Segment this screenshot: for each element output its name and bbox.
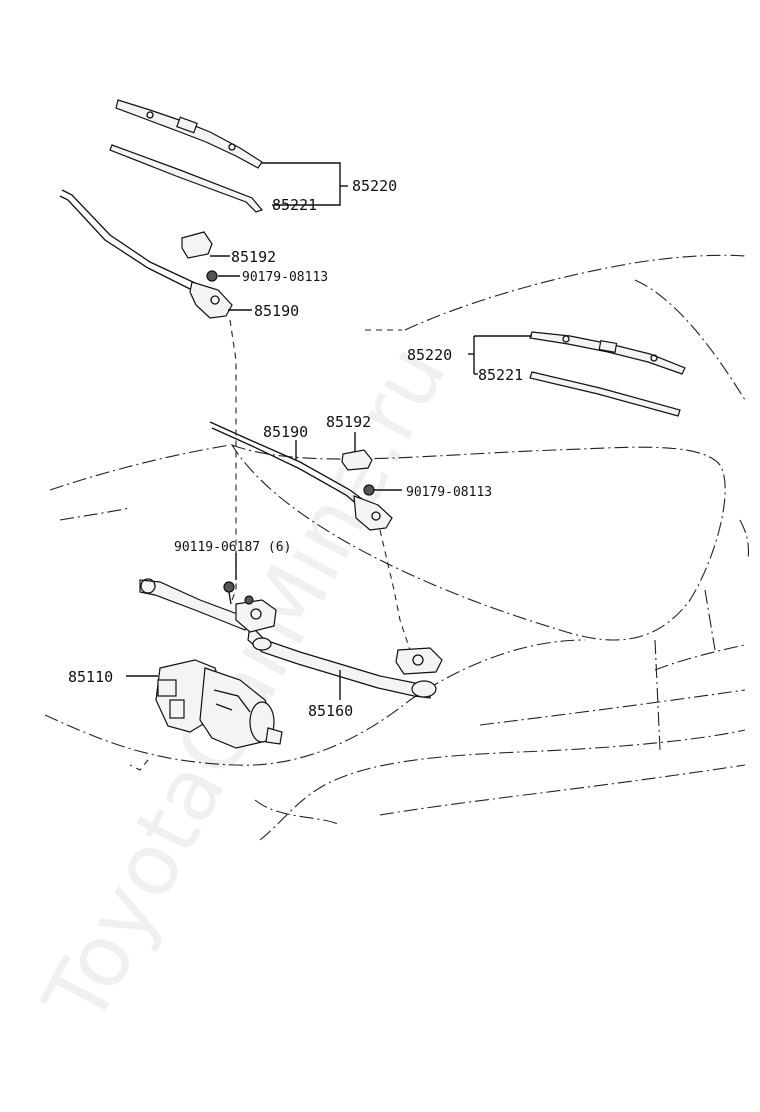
label-85220-upper: 85220	[352, 177, 397, 195]
label-85220-right: 85220	[407, 346, 452, 364]
mounting-bolt	[223, 581, 254, 605]
middle-wiper-arm	[209, 421, 393, 531]
label-85190-upper: 85190	[254, 302, 299, 320]
leader-lines	[126, 162, 532, 700]
label-85221-upper: 85221	[272, 196, 317, 214]
label-85110-motor: 85110	[68, 668, 113, 686]
vehicle-body-outline	[44, 254, 749, 841]
upper-wiper-arm	[59, 189, 233, 319]
upper-arm-nut	[206, 270, 218, 282]
right-blade-rubber	[529, 371, 681, 417]
label-85221-right: 85221	[478, 366, 523, 384]
label-85190-mid: 85190	[263, 423, 308, 441]
part-labels: 85220 85221 85192 90179-08113 85190 8522…	[68, 177, 523, 720]
label-90179-upper: 90179-08113	[242, 270, 328, 285]
middle-arm-nut	[363, 484, 375, 496]
label-90119-bolt: 90119-06187 (6)	[174, 540, 291, 555]
wiper-linkage	[139, 578, 443, 699]
middle-arm-cap	[341, 449, 373, 471]
label-85160-link: 85160	[308, 702, 353, 720]
label-90179-mid: 90179-08113	[406, 485, 492, 500]
label-85192-mid: 85192	[326, 413, 371, 431]
upper-blade-rubber	[109, 144, 264, 213]
wiper-motor	[155, 659, 283, 749]
upper-wiper-blade	[115, 99, 263, 169]
upper-arm-cap	[181, 231, 213, 259]
assembly-line-middle	[379, 529, 411, 651]
assembly-line-upper	[229, 319, 237, 601]
label-85192-upper: 85192	[231, 248, 276, 266]
right-wiper-blade	[529, 331, 686, 375]
